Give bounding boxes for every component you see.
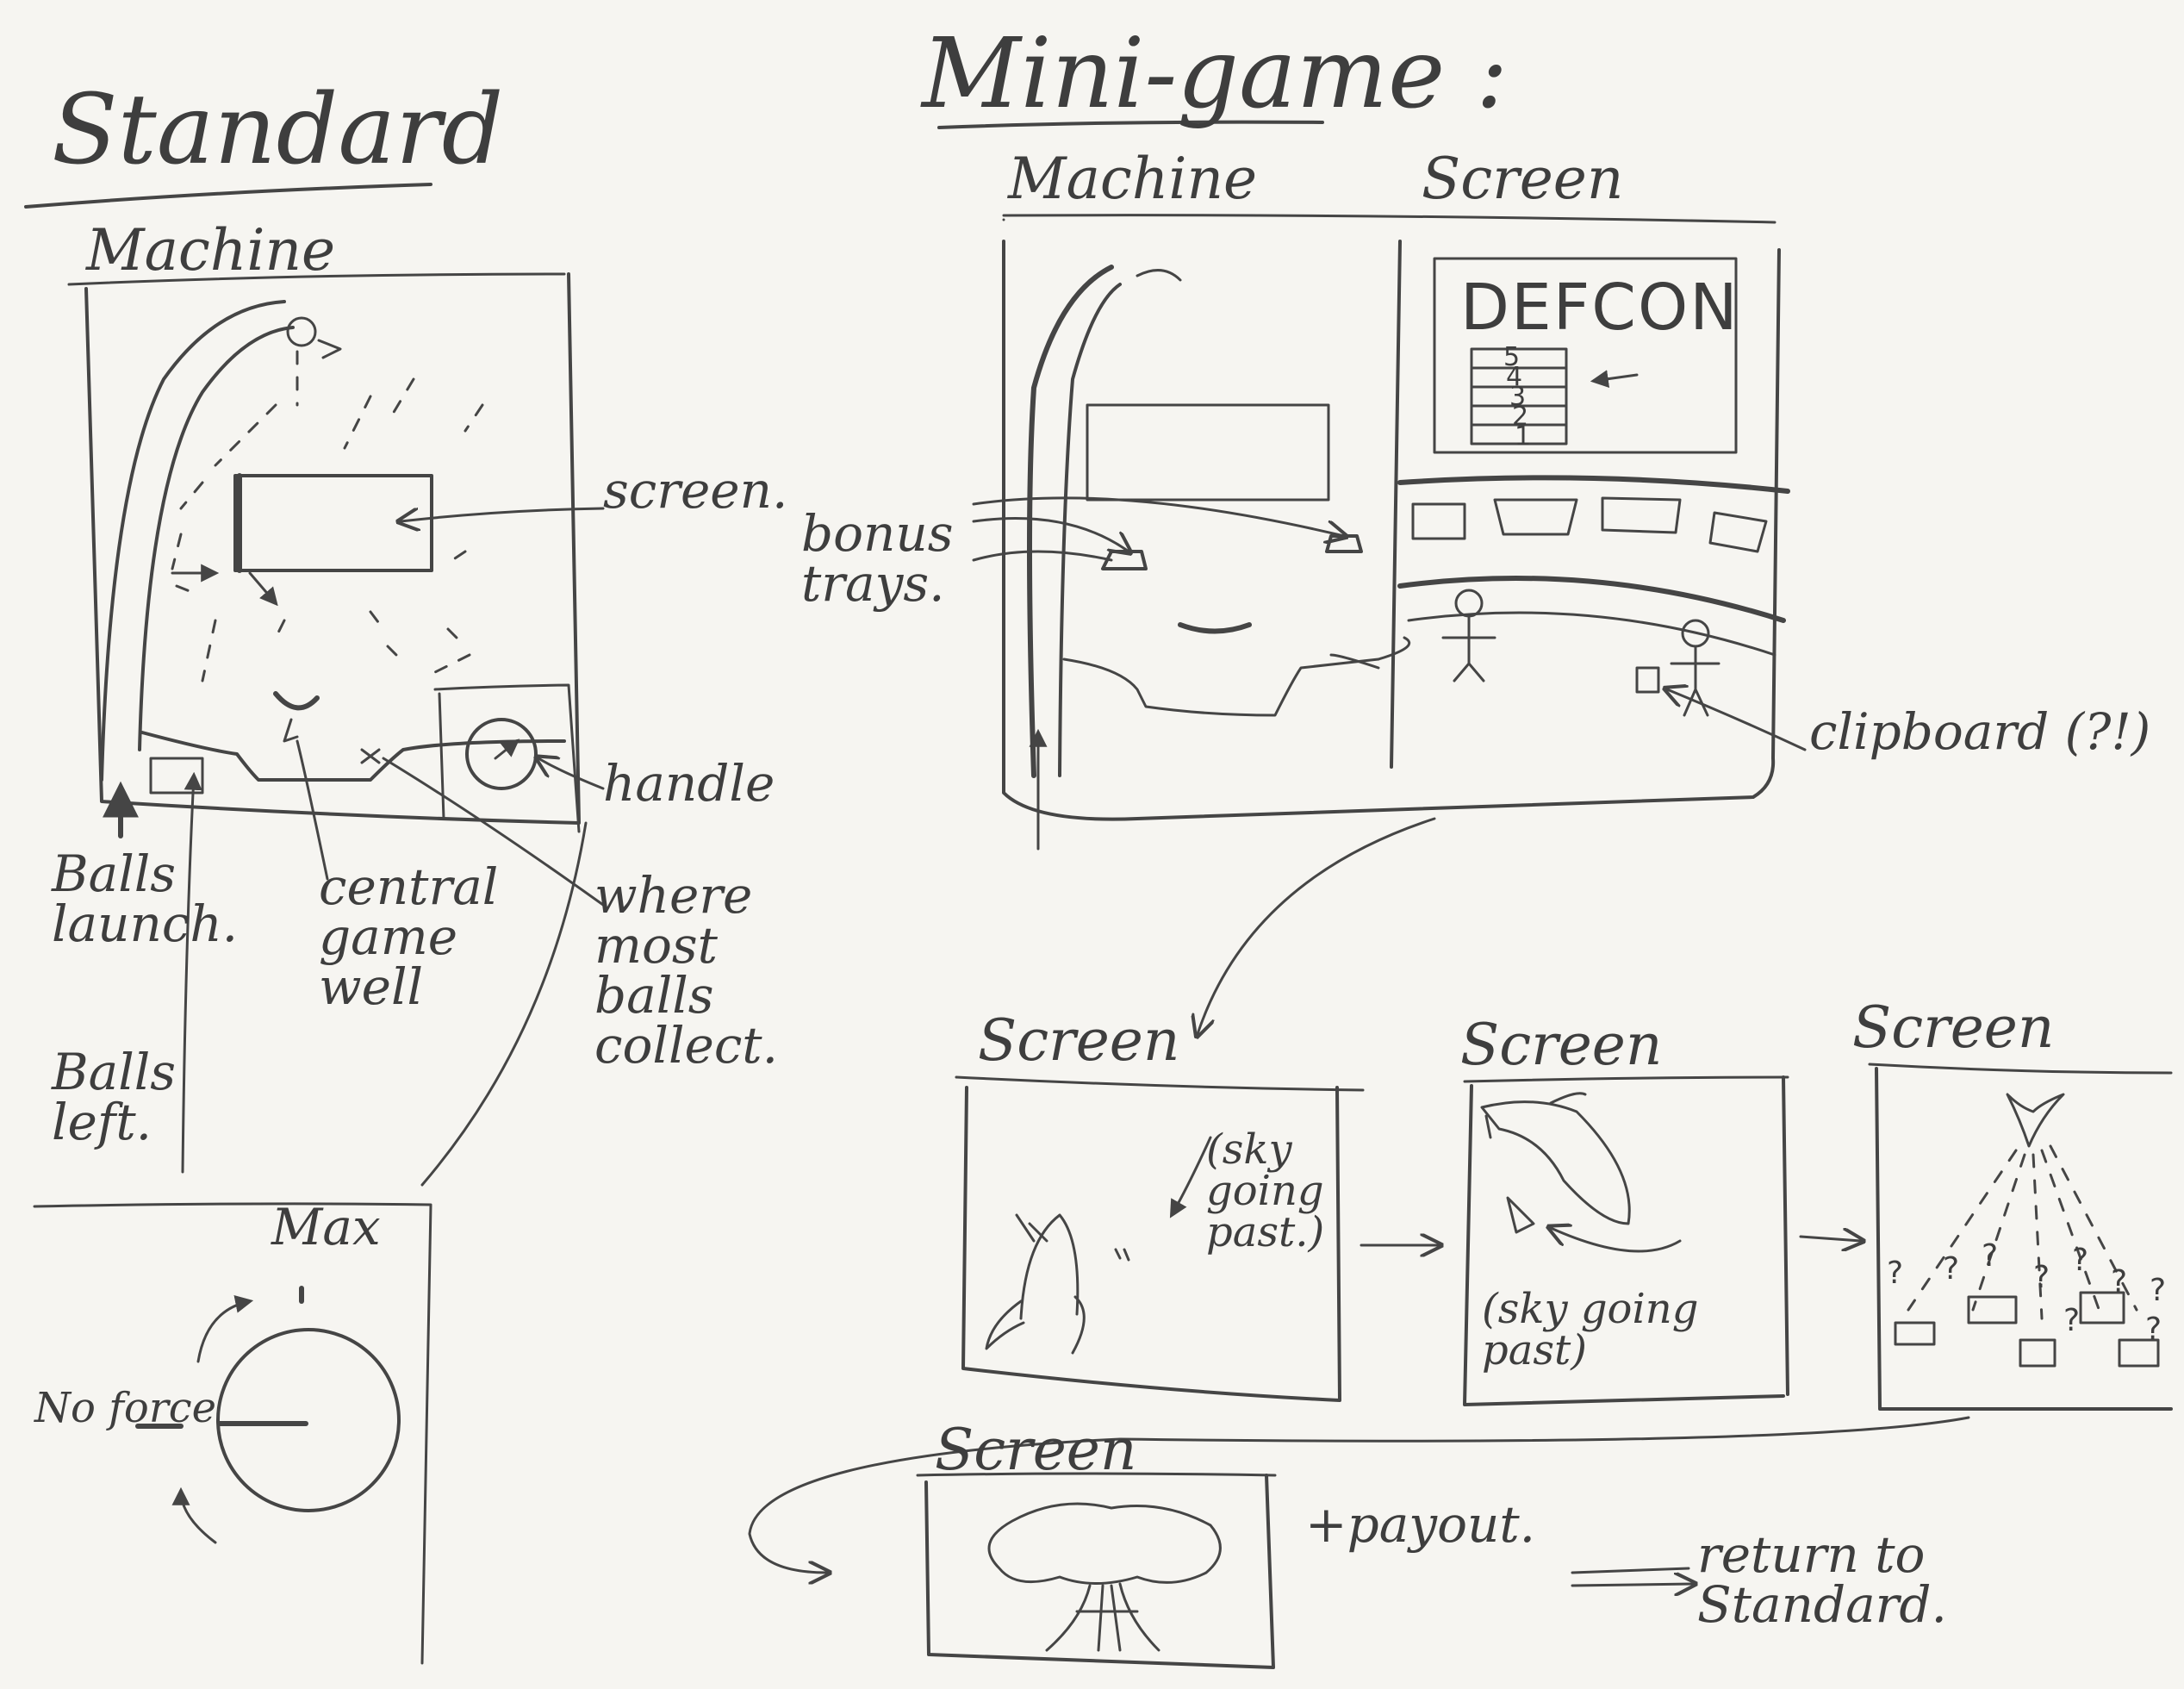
question-mark-5: ? [2072,1243,2089,1278]
bonus-trays-pointer-2 [972,496,1344,536]
payout-arrow-1 [1571,1567,1690,1574]
central-game-well-label: central game well [319,857,499,1016]
handle-label: handle [603,754,775,813]
balls-left-pointer [181,771,202,1174]
clipboard-label: clipboard (?!) [1809,702,2151,761]
defcon-level-3: 3 [1509,382,1527,412]
where-most-balls-collect-label: where most balls collect. [594,866,779,1075]
defcon-level-1: 1 [1515,421,1532,452]
dial-no-force-label: No force [34,1384,217,1432]
standard-machine-screen [233,474,433,572]
payout-arrow-2 [1571,1584,1693,1586]
sky-note-2: (sky going past) [1482,1285,1699,1374]
defcon-title: DEFCON [1460,271,1739,345]
defcon-level-4: 4 [1506,362,1523,392]
question-mark-6: ? [2111,1264,2128,1299]
sequence-screen-4 [916,1472,1277,1669]
screen-pointer [401,507,605,521]
bonus-trays-pointer-1 [972,517,1129,552]
minigame-title: Mini-game : [922,18,1509,130]
bonus-trays-pointer-3 [972,550,1113,562]
minigame-screen-diagram [1390,240,1790,769]
sequence-screen-1-label: Screen [978,1007,1180,1074]
central-well-pointer [296,739,329,881]
defcon-level-5: 5 [1503,342,1521,372]
minigame-screen-label: Screen [1422,146,1624,212]
bonus-trays-label: bonus trays. [801,504,954,613]
balls-left-label: Balls left. [52,1043,177,1151]
dial-max-label: Max [271,1198,381,1256]
question-mark-7: ? [2150,1273,2167,1308]
sequence-screen-3 [1868,1063,2173,1411]
balls-left-box [149,757,204,795]
sequence-screen-2-label: Screen [1460,1012,1663,1078]
standard-title: Standard [52,74,504,186]
screen-label: screen. [603,461,788,520]
payout-label: +payout. [1305,1495,1536,1554]
handle-pointer [538,758,605,790]
minigame-to-sequence-arrow [1198,817,1436,1034]
question-mark-2: ? [1943,1251,1960,1287]
standard-machine-label: Machine [86,217,336,284]
return-to-standard-label: return to Standard. [1697,1525,1947,1634]
standard-machine-diagram [67,272,581,838]
sky-note-1: (sky going past.) [1206,1125,1325,1256]
screen-link-line [1329,653,1380,670]
sequence-screen-2 [1463,1075,1789,1406]
handle-to-dial-line [420,821,588,1187]
question-mark-1: ? [1887,1256,1904,1291]
balls-launch-label: Balls launch. [52,844,239,953]
collect-pointer [382,757,605,907]
sequence-arrow-2 [1799,1237,1861,1241]
sequence-screen-1 [955,1075,1365,1402]
question-mark-4: ? [2033,1260,2050,1295]
clipboard-pointer [1667,689,1807,751]
sequence-screen-4-label: Screen [935,1417,1137,1483]
minigame-machine-label: Machine [1008,146,1258,212]
question-mark-8: ? [2063,1303,2081,1338]
sequence-loop-arrow [748,1416,1970,1573]
question-mark-9: ? [2145,1312,2162,1347]
minigame-title-underline [937,120,1324,129]
defcon-level-2: 2 [1512,402,1529,432]
standard-title-underline [24,183,432,209]
force-dial [33,1202,432,1665]
question-mark-3: ? [1982,1238,1999,1274]
minigame-machine-diagram [1002,214,1781,851]
sequence-screen-3-label: Screen [1852,994,2055,1061]
